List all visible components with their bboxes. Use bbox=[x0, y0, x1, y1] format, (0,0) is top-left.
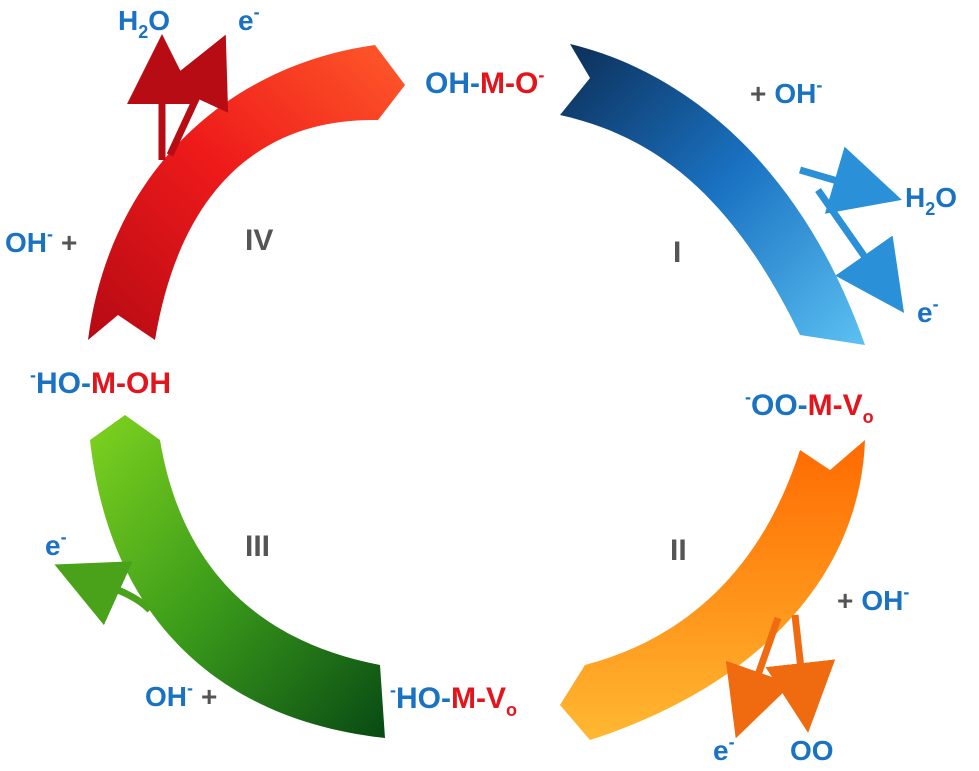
step-IV-reactant: OH-+ bbox=[5, 224, 77, 258]
step-II-product-electron: e- bbox=[713, 732, 735, 766]
step-II-reactant: +OH- bbox=[837, 582, 909, 616]
step-I-arrow bbox=[560, 44, 905, 345]
species-bottom: -HO-M-Vo bbox=[390, 680, 517, 720]
step-IV-product-water: H2O bbox=[118, 5, 170, 42]
step-IV-electron-arrow bbox=[164, 34, 229, 157]
step-I-h2o-arrow bbox=[799, 146, 902, 214]
species-top: OH-M-O- bbox=[425, 65, 544, 100]
step-II-oxygen-arrow bbox=[765, 614, 836, 733]
step-II-electron-arrow bbox=[725, 616, 792, 739]
step-label-II: II bbox=[670, 534, 687, 567]
step-I-reactant: +OH- bbox=[750, 75, 822, 109]
species-left: -HO-M-OH bbox=[30, 365, 171, 400]
step-II-arrow bbox=[560, 440, 865, 740]
step-III-product-electron: e- bbox=[45, 527, 67, 561]
step-III-reactant: OH-+ bbox=[145, 678, 217, 712]
step-I-product-water: H2O bbox=[905, 182, 957, 219]
step-III-electron-arrow bbox=[54, 561, 153, 626]
species-right: -OO-M-Vo bbox=[745, 387, 874, 427]
step-I-product-electron: e- bbox=[917, 294, 939, 328]
step-III-arrow bbox=[54, 415, 385, 738]
step-I-electron-arrow bbox=[815, 187, 905, 313]
step-II-product-oxygen: OO bbox=[790, 735, 834, 766]
step-label-IV: IV bbox=[245, 224, 273, 257]
step-label-III: III bbox=[245, 530, 270, 563]
step-IV-arrow bbox=[88, 34, 405, 340]
step-label-I: I bbox=[673, 236, 681, 269]
step-IV-product-electron: e- bbox=[238, 2, 260, 36]
